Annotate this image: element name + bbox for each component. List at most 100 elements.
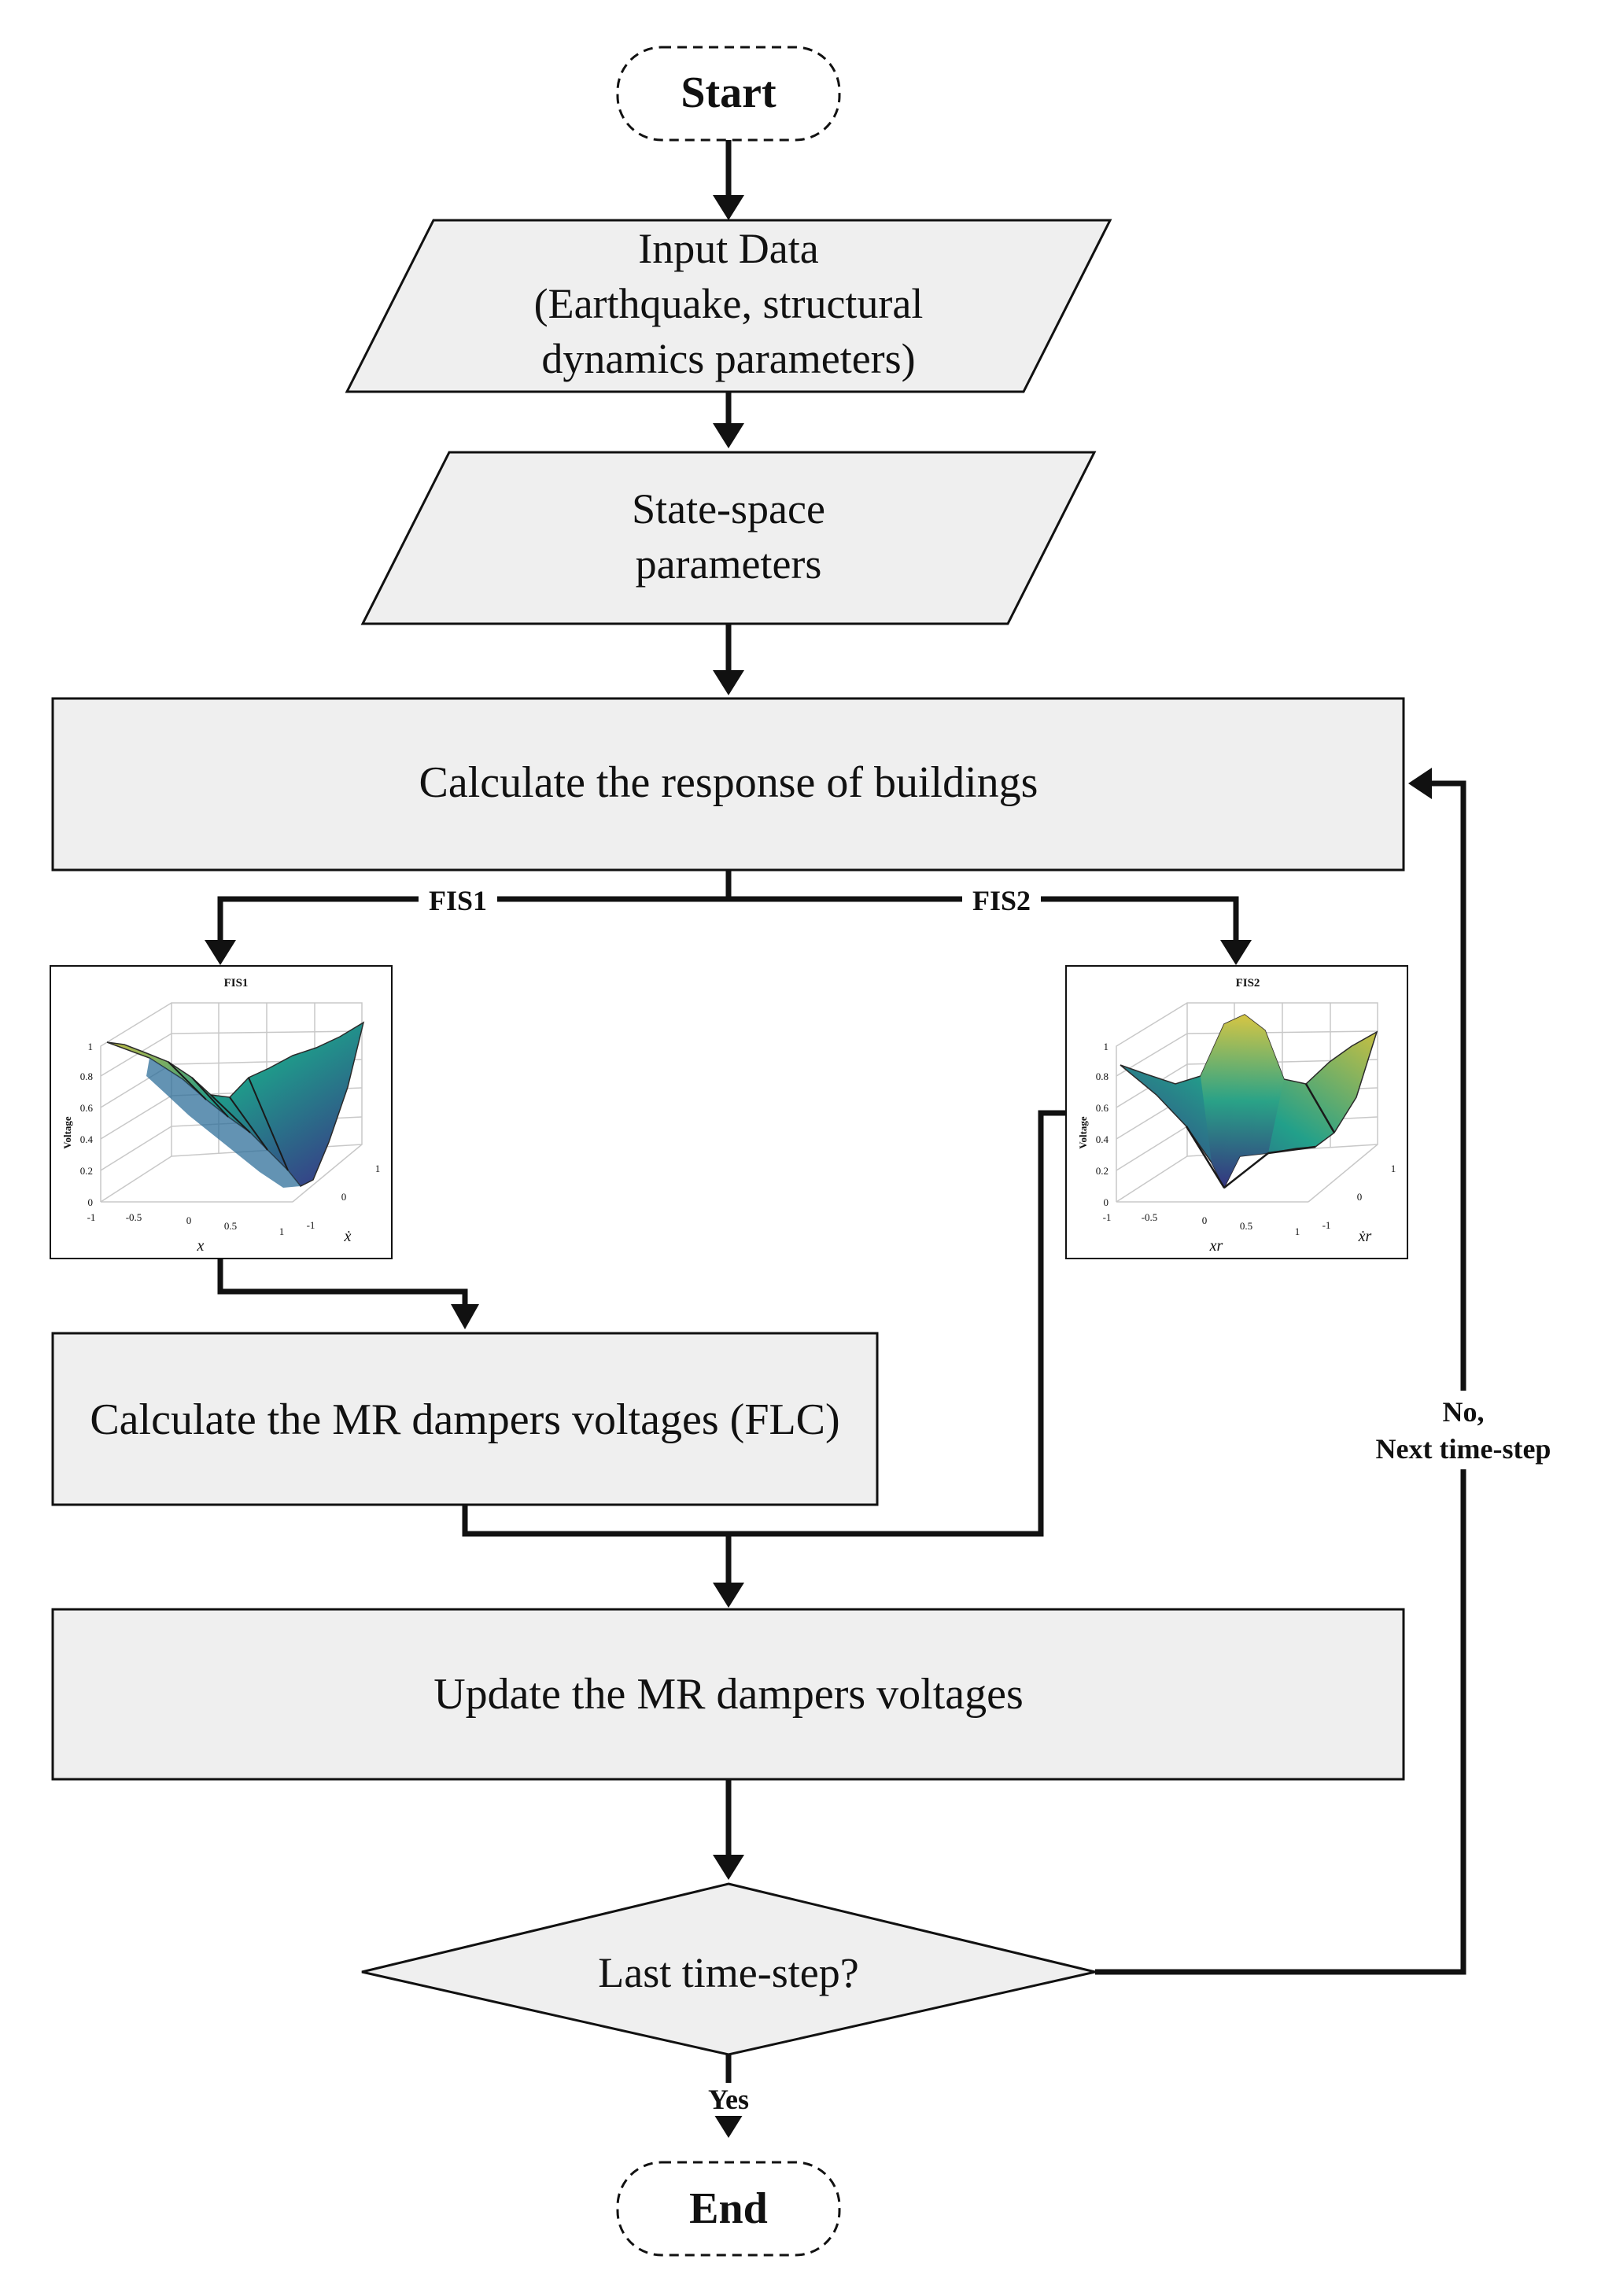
input-data-shape <box>345 219 1112 393</box>
arrowhead-statespace <box>713 423 744 448</box>
fis1-ylabel: ẋ <box>344 1228 352 1245</box>
calc-response-node: Calculate the response of buildings <box>51 697 1405 872</box>
calc-voltages-shape <box>51 1332 879 1506</box>
fis1-xlabel: x <box>197 1237 205 1255</box>
fis2-xtick: -1 <box>1103 1211 1112 1223</box>
start-shape <box>616 46 841 142</box>
fis1-surface-shadow <box>146 1058 301 1188</box>
fis1-title: FIS1 <box>224 977 249 990</box>
fis1-ytick: 1 <box>375 1163 381 1174</box>
update-voltages-node: Update the MR dampers voltages <box>51 1608 1405 1781</box>
fis2-zlabel: Voltage <box>1077 1116 1089 1149</box>
end-node: End <box>616 2161 841 2257</box>
calc-response-shape <box>51 697 1405 872</box>
fis1-ridges <box>168 1061 289 1171</box>
edge-no-loop <box>1095 780 1466 1975</box>
no-label-line2: Next time-step <box>1376 1433 1551 1465</box>
no-label-line1: No, <box>1443 1396 1485 1428</box>
fis1-xtick: -0.5 <box>126 1211 142 1223</box>
fis2-xticks: -1 -0.5 0 0.5 1 <box>1103 1211 1300 1237</box>
fis1-ytick: 0 <box>341 1191 347 1203</box>
fis1-xticks: -1 -0.5 0 0.5 1 <box>87 1211 285 1237</box>
fis1-ztick: 0.2 <box>80 1165 93 1177</box>
fis2-zticks: 1 0.8 0.6 0.4 0.2 0 <box>1096 1041 1109 1208</box>
calc-voltages-node: Calculate the MR dampers voltages (FLC) <box>51 1332 879 1506</box>
fis1-ztick: 0.6 <box>80 1102 94 1114</box>
update-voltages-label: Update the MR dampers voltages <box>433 1670 1024 1719</box>
fis2-ztick: 0 <box>1104 1196 1109 1208</box>
fis2-ytick: -1 <box>1322 1219 1331 1231</box>
fis2-ytick: 1 <box>1391 1163 1396 1174</box>
fis2-xtick: 0.5 <box>1240 1220 1252 1232</box>
fis2-yticks: 1 0 -1 <box>1322 1163 1396 1231</box>
fis1-ztick: 0.8 <box>80 1071 93 1082</box>
end-label: End <box>689 2184 768 2233</box>
fis1-zlabel: Voltage <box>61 1116 73 1149</box>
input-data-line1: Input Data <box>638 225 818 272</box>
start-node: Start <box>616 46 841 142</box>
fis1-xtick: 1 <box>279 1225 285 1237</box>
fis1-ztick: 0.4 <box>80 1133 94 1145</box>
arrowhead-end <box>713 2113 744 2138</box>
input-data-node: Input Data (Earthquake, structural dynam… <box>345 219 1112 393</box>
connector-lines <box>217 140 1466 2120</box>
end-shape <box>616 2161 841 2257</box>
yes-label: Yes <box>708 2084 749 2115</box>
fis2-xtick: 1 <box>1295 1225 1300 1237</box>
state-space-node: State-space parameters <box>360 451 1097 625</box>
arrowheads <box>205 195 1432 2138</box>
branch-labels: FIS1 FIS2 <box>419 884 1041 916</box>
edge-response-fis2 <box>729 896 1239 948</box>
branch-label-fis2: FIS2 <box>972 885 1031 916</box>
fis2-ztick: 0.8 <box>1096 1071 1109 1082</box>
decision-label: Last time-step? <box>598 1949 858 1996</box>
fis1-plot: FIS1 <box>50 965 393 1259</box>
fis1-zticks: 1 0.8 0.6 0.4 0.2 0 <box>80 1041 94 1208</box>
arrowhead-update <box>713 1583 744 1608</box>
state-space-shape <box>360 451 1097 625</box>
fis2-ylabel: ẋr <box>1358 1228 1372 1245</box>
edge-fis2-merge <box>462 1110 1068 1537</box>
arrowhead-decision <box>713 1855 744 1880</box>
decision-shape <box>361 1882 1096 2056</box>
fis1-xtick: -1 <box>87 1211 96 1223</box>
branch-label-fis1: FIS1 <box>429 885 487 916</box>
yes-label-group: Yes <box>696 2083 761 2116</box>
decision-node: Last time-step? <box>361 1882 1096 2056</box>
fis2-plot: FIS2 1 0.8 0.6 <box>1065 965 1408 1259</box>
calc-response-label: Calculate the response of buildings <box>419 758 1038 807</box>
input-data-line2: (Earthquake, structural <box>534 280 924 327</box>
fis2-label-bg <box>962 884 1041 916</box>
fis1-label-bg <box>419 884 497 916</box>
arrowhead-calcvolt <box>451 1304 479 1329</box>
fis1-ztick: 0 <box>88 1196 94 1208</box>
arrowhead-loop <box>1408 768 1432 799</box>
no-label-group: No, Next time-step <box>1376 1391 1551 1469</box>
fis1-ytick: -1 <box>307 1219 315 1231</box>
fis2-xtick: 0 <box>1202 1214 1208 1226</box>
arrowhead-fis2 <box>1220 940 1252 965</box>
fis2-ztick: 0.2 <box>1096 1165 1109 1177</box>
fis1-ztick: 1 <box>88 1041 94 1052</box>
fis2-ridges <box>1185 1083 1336 1189</box>
fis2-ytick: 0 <box>1357 1191 1363 1203</box>
fis1-xtick: 0 <box>186 1214 192 1226</box>
start-label: Start <box>681 68 777 117</box>
fis2-ztick: 0.6 <box>1096 1102 1109 1114</box>
fis2-ztick: 0.4 <box>1096 1133 1109 1145</box>
state-space-line2: parameters <box>636 540 822 588</box>
calc-voltages-label: Calculate the MR dampers voltages (FLC) <box>90 1395 839 1444</box>
update-voltages-shape <box>51 1608 1405 1781</box>
fis1-yticks: 1 0 -1 <box>307 1163 381 1231</box>
input-data-line3: dynamics parameters) <box>541 335 915 382</box>
edge-fis1-calcvolt <box>217 1259 468 1310</box>
fis1-xtick: 0.5 <box>224 1220 237 1232</box>
fis2-title: FIS2 <box>1236 977 1260 990</box>
yes-label-bg <box>696 2083 761 2116</box>
arrowhead-response <box>713 670 744 695</box>
arrowhead-fis1 <box>205 940 236 965</box>
no-label-bg <box>1385 1391 1542 1469</box>
fis2-ztick: 1 <box>1104 1041 1109 1052</box>
fis2-xtick: -0.5 <box>1142 1211 1158 1223</box>
